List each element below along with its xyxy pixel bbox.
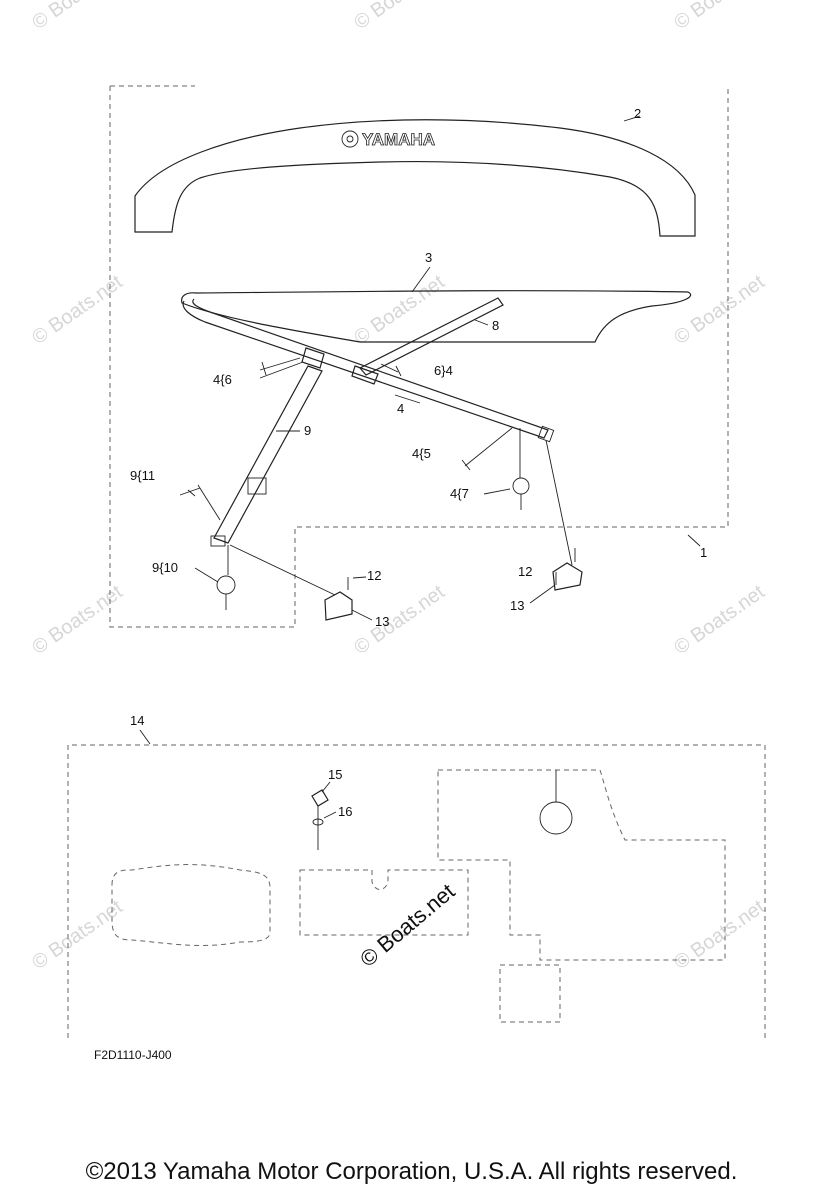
watermark: © Boats.net: [28, 581, 127, 659]
mat-right: [437, 769, 726, 961]
callout-14: 14: [130, 713, 144, 728]
callouts-upper: 1 2 3 8 4 9 4{6 6}4 4{5 4{7 9{11 9{10 12…: [130, 106, 707, 629]
mat-small: [499, 964, 561, 1023]
mat-kit-boundary: [67, 744, 766, 1038]
pins: [179, 357, 530, 610]
mat-center: [299, 869, 469, 936]
watermark: © Boats.net: [670, 0, 769, 34]
callout-9-10: 9{10: [152, 560, 178, 575]
callout-12-left: 12: [367, 568, 381, 583]
callout-1: 1: [700, 545, 707, 560]
callout-4: 4: [397, 401, 404, 416]
yamaha-logo: YAMAHA: [362, 130, 435, 149]
watermark: © Boats.net: [670, 896, 769, 974]
bimini-canvas: [181, 266, 692, 343]
callout-4-5: 4{5: [412, 446, 431, 461]
center-watermark: © Boats.net: [355, 879, 459, 972]
callout-16: 16: [338, 804, 352, 819]
watermark: © Boats.net: [28, 896, 127, 974]
callout-4-6: 4{6: [213, 372, 232, 387]
mat-left: [111, 864, 271, 946]
leg-9: [210, 365, 323, 547]
callout-8: 8: [492, 318, 499, 333]
watermark: © Boats.net: [670, 271, 769, 349]
leader-lines: [197, 361, 573, 596]
callout-13-left: 13: [375, 614, 389, 629]
callout-9-11: 9{11: [130, 468, 155, 483]
callout-9: 9: [304, 423, 311, 438]
watermark: © Boats.net: [350, 0, 449, 34]
watermark: © Boats.net: [350, 581, 449, 659]
callout-15: 15: [328, 767, 342, 782]
assembly-boundary: [109, 86, 729, 628]
watermark: © Boats.net: [670, 581, 769, 659]
callout-12-right: 12: [518, 564, 532, 579]
callout-4-7: 4{7: [450, 486, 469, 501]
diagram-code: F2D1110-J400: [94, 1048, 172, 1062]
callout-3: 3: [425, 250, 432, 265]
tower-cover: YAMAHA: [134, 115, 696, 237]
callout-13-right: 13: [510, 598, 524, 613]
bracket-right: [552, 548, 583, 591]
callout-2: 2: [634, 106, 641, 121]
frame-tube-4: [182, 298, 555, 443]
watermark: © Boats.net: [350, 271, 449, 349]
clip-15-16: 15 16: [311, 767, 352, 850]
watermark: © Boats.net: [28, 271, 127, 349]
brace-8: [359, 297, 504, 376]
copyright: ©2013 Yamaha Motor Corporation, U.S.A. A…: [85, 1158, 738, 1185]
bracket-left: [324, 577, 353, 621]
watermark: © Boats.net: [28, 0, 127, 34]
mats: [111, 769, 726, 1023]
callout-6-4: 6}4: [434, 363, 453, 378]
